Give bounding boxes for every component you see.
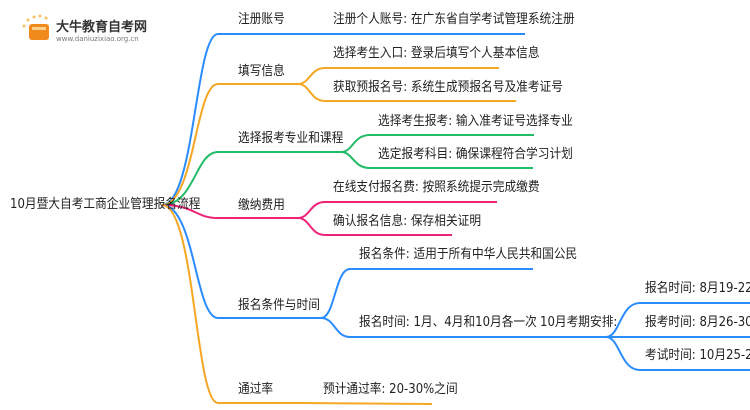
edge-conditions xyxy=(161,204,323,319)
edge-register xyxy=(161,33,525,206)
root-node: 10月暨大自考工商企业管理报名流程 xyxy=(10,197,201,212)
edge-fill-info-c2 xyxy=(297,83,516,102)
branch-fill-info: 填写信息 xyxy=(238,64,285,79)
edge-fee-c2 xyxy=(297,217,452,236)
branch-fee: 缴纳费用 xyxy=(238,198,285,213)
logo-url: www.daniuzixiao.org.cn xyxy=(56,34,139,43)
branch-register: 注册账号 xyxy=(238,12,285,27)
leaf-node: 选择考生入口: 登录后填写个人基本信息 xyxy=(333,46,540,61)
edge-major-c1 xyxy=(340,134,534,153)
book-logo-icon xyxy=(22,14,49,40)
edge-oct-c1 xyxy=(605,302,750,338)
edge-fee xyxy=(161,204,300,219)
branch-major: 选择报考专业和课程 xyxy=(238,131,344,146)
edge-major-c2 xyxy=(340,151,533,169)
leaf-node: 报名时间: 1月、4月和10月各一次 xyxy=(359,315,537,330)
leaf-node: 确认报名信息: 保存相关证明 xyxy=(333,214,482,229)
leaf-node: 报名条件: 适用于所有中华人民共和国公民 xyxy=(359,247,578,262)
leaf-node: 考试时间: 10月25-26日 xyxy=(645,348,750,363)
edge-fill-info xyxy=(161,83,300,206)
logo: 大牛教育自考网 www.daniuzixiao.org.cn xyxy=(20,14,147,44)
leaf-node: 报名时间: 8月19-22日 xyxy=(645,281,750,296)
leaf-node: 选择考生报考: 输入准考证号选择专业 xyxy=(378,114,573,129)
branch-pass-rate: 通过率 xyxy=(238,382,274,397)
edge-pass-rate xyxy=(161,204,433,405)
sub-node-october: 10月考期安排: xyxy=(540,315,618,330)
leaf-node: 选定报考科目: 确保课程符合学习计划 xyxy=(378,147,573,162)
edge-major xyxy=(161,151,343,206)
branch-conditions: 报名条件与时间 xyxy=(238,298,320,313)
edge-conditions-c2 xyxy=(320,317,608,338)
edge-fee-c1 xyxy=(297,201,497,219)
leaf-node: 获取预报名号: 系统生成预报名号及准考证号 xyxy=(333,80,563,95)
leaf-node: 在线支付报名费: 按照系统提示完成缴费 xyxy=(333,180,540,195)
edge-fill-info-c1 xyxy=(297,67,499,85)
leaf-node: 注册个人账号: 在广东省自学考试管理系统注册 xyxy=(333,12,575,27)
leaf-node: 报考时间: 8月26-30日 xyxy=(645,315,750,330)
edge-oct-c3 xyxy=(605,336,750,371)
leaf-node: 预计通过率: 20-30%之间 xyxy=(323,382,458,397)
logo-name: 大牛教育自考网 xyxy=(56,19,148,35)
edge-conditions-c1 xyxy=(320,268,533,319)
